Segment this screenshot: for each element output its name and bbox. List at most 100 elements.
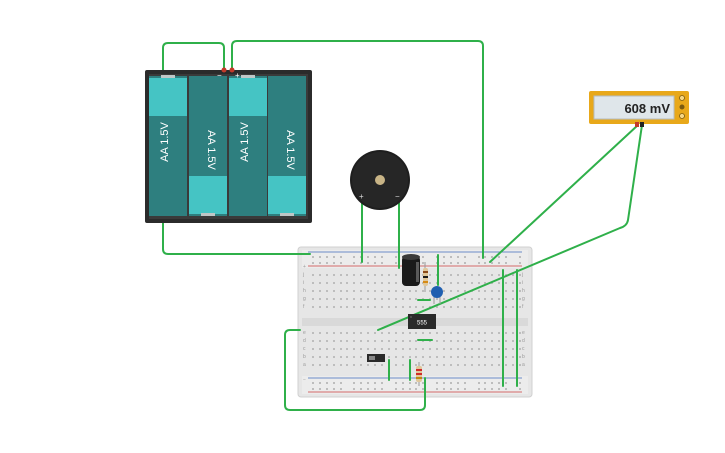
ceramic-capacitor[interactable] xyxy=(431,286,443,304)
breadboard-hole[interactable] xyxy=(478,282,480,284)
breadboard-hole[interactable] xyxy=(374,332,376,334)
breadboard-hole[interactable] xyxy=(443,290,445,292)
breadboard-hole[interactable] xyxy=(374,340,376,342)
breadboard-hole[interactable] xyxy=(395,382,397,384)
breadboard-hole[interactable] xyxy=(312,306,314,308)
breadboard-hole[interactable] xyxy=(395,332,397,334)
breadboard-hole[interactable] xyxy=(340,256,342,258)
breadboard-hole[interactable] xyxy=(422,348,424,350)
breadboard-hole[interactable] xyxy=(422,382,424,384)
breadboard-hole[interactable] xyxy=(519,262,521,264)
breadboard-hole[interactable] xyxy=(443,356,445,358)
breadboard-hole[interactable] xyxy=(498,356,500,358)
breadboard-hole[interactable] xyxy=(415,340,417,342)
breadboard-hole[interactable] xyxy=(319,306,321,308)
breadboard-hole[interactable] xyxy=(312,332,314,334)
battery-positive-terminal[interactable]: + xyxy=(229,67,241,81)
breadboard-hole[interactable] xyxy=(353,262,355,264)
breadboard-hole[interactable] xyxy=(478,340,480,342)
breadboard-hole[interactable] xyxy=(381,306,383,308)
breadboard-hole[interactable] xyxy=(484,356,486,358)
breadboard-hole[interactable] xyxy=(478,364,480,366)
breadboard-hole[interactable] xyxy=(388,340,390,342)
breadboard-hole[interactable] xyxy=(395,388,397,390)
breadboard-hole[interactable] xyxy=(340,388,342,390)
breadboard-hole[interactable] xyxy=(312,340,314,342)
multimeter-port-3[interactable] xyxy=(679,113,685,119)
breadboard-hole[interactable] xyxy=(519,290,521,292)
breadboard-hole[interactable] xyxy=(457,364,459,366)
breadboard-hole[interactable] xyxy=(381,256,383,258)
breadboard-hole[interactable] xyxy=(381,382,383,384)
breadboard-hole[interactable] xyxy=(326,364,328,366)
breadboard-hole[interactable] xyxy=(381,332,383,334)
breadboard-hole[interactable] xyxy=(312,364,314,366)
breadboard-hole[interactable] xyxy=(471,282,473,284)
breadboard-hole[interactable] xyxy=(340,340,342,342)
breadboard-hole[interactable] xyxy=(409,340,411,342)
breadboard-hole[interactable] xyxy=(464,340,466,342)
breadboard-hole[interactable] xyxy=(367,388,369,390)
breadboard-hole[interactable] xyxy=(505,382,507,384)
breadboard-hole[interactable] xyxy=(402,364,404,366)
breadboard-hole[interactable] xyxy=(422,388,424,390)
breadboard-hole[interactable] xyxy=(312,356,314,358)
breadboard-hole[interactable] xyxy=(388,274,390,276)
breadboard-hole[interactable] xyxy=(326,348,328,350)
breadboard-hole[interactable] xyxy=(374,306,376,308)
breadboard-hole[interactable] xyxy=(505,348,507,350)
breadboard-hole[interactable] xyxy=(457,348,459,350)
breadboard-hole[interactable] xyxy=(484,282,486,284)
breadboard-hole[interactable] xyxy=(374,274,376,276)
timer-chip-555[interactable]: 555 xyxy=(408,314,436,329)
breadboard-hole[interactable] xyxy=(422,262,424,264)
breadboard-hole[interactable] xyxy=(340,364,342,366)
breadboard-hole[interactable] xyxy=(402,332,404,334)
breadboard-hole[interactable] xyxy=(326,274,328,276)
breadboard-hole[interactable] xyxy=(478,382,480,384)
breadboard-hole[interactable] xyxy=(484,388,486,390)
breadboard-hole[interactable] xyxy=(443,282,445,284)
breadboard-hole[interactable] xyxy=(484,340,486,342)
breadboard-hole[interactable] xyxy=(415,388,417,390)
breadboard-hole[interactable] xyxy=(471,356,473,358)
breadboard-hole[interactable] xyxy=(353,356,355,358)
breadboard-hole[interactable] xyxy=(464,290,466,292)
breadboard-hole[interactable] xyxy=(505,290,507,292)
breadboard-hole[interactable] xyxy=(374,262,376,264)
breadboard-hole[interactable] xyxy=(491,340,493,342)
breadboard-hole[interactable] xyxy=(402,306,404,308)
breadboard-hole[interactable] xyxy=(471,274,473,276)
breadboard-hole[interactable] xyxy=(450,388,452,390)
breadboard-hole[interactable] xyxy=(360,282,362,284)
breadboard-hole[interactable] xyxy=(429,348,431,350)
breadboard-hole[interactable] xyxy=(333,340,335,342)
breadboard-hole[interactable] xyxy=(353,274,355,276)
breadboard-hole[interactable] xyxy=(346,306,348,308)
breadboard-hole[interactable] xyxy=(388,298,390,300)
breadboard-hole[interactable] xyxy=(333,388,335,390)
breadboard-hole[interactable] xyxy=(471,306,473,308)
breadboard-hole[interactable] xyxy=(443,262,445,264)
breadboard-hole[interactable] xyxy=(353,340,355,342)
breadboard-hole[interactable] xyxy=(464,282,466,284)
breadboard-hole[interactable] xyxy=(346,348,348,350)
breadboard-hole[interactable] xyxy=(346,274,348,276)
breadboard-hole[interactable] xyxy=(471,340,473,342)
breadboard-hole[interactable] xyxy=(450,256,452,258)
breadboard-hole[interactable] xyxy=(498,364,500,366)
wires[interactable] xyxy=(162,40,643,411)
breadboard-hole[interactable] xyxy=(478,298,480,300)
breadboard-hole[interactable] xyxy=(422,306,424,308)
breadboard-hole[interactable] xyxy=(491,298,493,300)
breadboard-hole[interactable] xyxy=(353,298,355,300)
slide-switch[interactable] xyxy=(367,354,385,362)
breadboard-hole[interactable] xyxy=(353,282,355,284)
breadboard-hole[interactable] xyxy=(326,382,328,384)
battery-negative-terminal[interactable]: − xyxy=(217,67,227,81)
breadboard-hole[interactable] xyxy=(367,382,369,384)
breadboard-hole[interactable] xyxy=(367,340,369,342)
breadboard-hole[interactable] xyxy=(457,356,459,358)
breadboard-hole[interactable] xyxy=(381,348,383,350)
breadboard-hole[interactable] xyxy=(443,364,445,366)
